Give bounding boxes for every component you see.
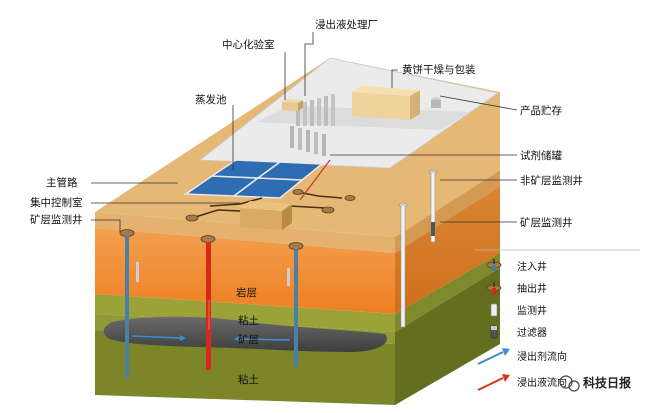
legend-label-extraction: 抽出井 <box>517 282 547 295</box>
legend-label-leachate-flow: 浸出剂流向 <box>517 350 567 363</box>
surface-well-heads <box>185 189 356 222</box>
right-monitoring-wells <box>398 169 438 328</box>
legend-label-injection: 注入井 <box>517 260 547 273</box>
watermark-text: 科技日报 <box>583 375 631 390</box>
legend-label-filter: 过滤器 <box>517 326 547 339</box>
leachate-return-arrow-icon <box>477 374 510 391</box>
facility-labels: 中心化验室 浸出液处理厂 黄饼干燥与包装 蒸发池 产品贮存 试剂储罐 非矿层监测… <box>30 18 583 229</box>
front-ground-strip <box>95 212 395 253</box>
label-ore-monitor-left: 矿层监测井 <box>30 213 83 226</box>
watermark: 科技日报 <box>559 375 631 392</box>
right-injection-well <box>294 249 298 367</box>
ore-lens <box>103 316 387 352</box>
legend-label-monitoring: 监测井 <box>517 304 547 317</box>
label-lab: 中心化验室 <box>222 38 275 51</box>
front-rock-layer <box>95 228 395 314</box>
label-evaporation-pond: 蒸发池 <box>195 93 227 106</box>
leader-lines <box>91 32 518 232</box>
injection-well-icon <box>486 259 502 271</box>
reagent-tank <box>431 97 441 108</box>
label-ore-monitor-right: 矿层监测井 <box>520 216 573 229</box>
filter-left <box>136 262 139 282</box>
extraction-well-icon <box>486 282 502 294</box>
label-control-room: 集中控制室 <box>30 196 83 209</box>
control-room-building <box>240 201 292 230</box>
side-clay-upper <box>395 253 500 332</box>
ore-flow-arrows <box>131 300 291 342</box>
label-leach-plant: 浸出液处理厂 <box>315 18 378 31</box>
label-non-ore-monitor: 非矿层监测井 <box>520 174 583 187</box>
label-clay-upper: 粘土 <box>238 314 259 327</box>
central-lab-building <box>282 99 303 111</box>
evaporation-ponds <box>183 159 325 199</box>
left-injection-well <box>125 236 129 378</box>
label-rock-layer: 岩层 <box>236 286 257 299</box>
filter-icon <box>490 325 498 339</box>
filter-right <box>287 268 290 286</box>
side-clay-lower <box>395 268 500 405</box>
side-rock-layer <box>395 186 500 314</box>
label-reagent-tank: 试剂储罐 <box>520 149 562 162</box>
yellowcake-building <box>352 86 420 120</box>
legend: 注入井 抽出井 监测井 过滤器 浸出剂流向 浸出液流向 <box>474 249 640 391</box>
legend-label-leachate-return: 浸出液流向 <box>517 376 567 389</box>
wechat-icon <box>559 375 580 392</box>
label-yellowcake: 黄饼干燥与包装 <box>402 63 476 76</box>
monitoring-well-icon <box>490 303 498 317</box>
label-clay-lower: 粘土 <box>238 373 259 386</box>
front-clay-upper <box>95 294 395 332</box>
layer-labels: 岩层 粘土 矿层 粘土 <box>236 286 259 386</box>
side-ground-strip <box>395 170 500 253</box>
leachate-flow-arrow-icon <box>477 348 510 365</box>
label-product-storage: 产品贮存 <box>520 104 562 117</box>
leach-plant <box>290 94 335 156</box>
label-ore-layer: 矿层 <box>238 333 259 346</box>
block-side <box>395 170 500 405</box>
label-main-pipeline: 主管路 <box>46 176 78 189</box>
